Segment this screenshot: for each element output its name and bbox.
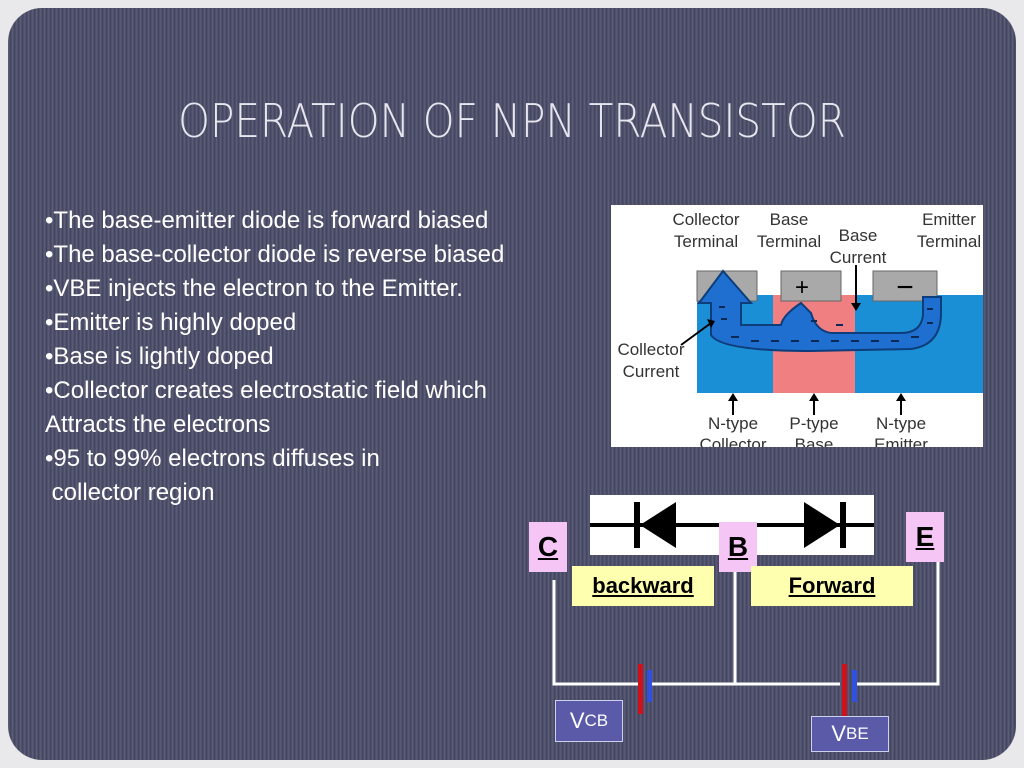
electron-flow-arrow <box>697 269 942 353</box>
bullet-item: collector region <box>45 479 215 506</box>
bullet-item: •Emitter is highly doped <box>45 309 297 336</box>
bullet-item: •The base-emitter diode is forward biase… <box>45 207 489 234</box>
base-label: B <box>719 522 757 572</box>
bullet-item: •Collector creates electrostatic field w… <box>45 377 487 404</box>
emitter-terminal-label: Emitter <box>922 210 976 229</box>
bullet-list: •The base-emitter diode is forward biase… <box>45 204 605 510</box>
base-pad <box>780 270 842 302</box>
bullet-item: •The base-collector diode is reverse bia… <box>45 241 505 268</box>
n-emitter-label-2: Emitter <box>874 435 928 447</box>
bias-circuit <box>552 495 940 716</box>
p-base-label: P-type <box>789 414 838 433</box>
collector-label: C <box>529 522 567 572</box>
collector-current-label-2: Current <box>623 362 680 381</box>
n-collector-label: N-type <box>708 414 758 433</box>
base-terminal-label: Base <box>770 210 809 229</box>
minus-sign: − <box>896 271 914 304</box>
collector-current-label: Collector <box>617 340 684 359</box>
backward-label: backward <box>572 566 714 606</box>
slide-title: OPERATION OF NPN TRANSISTOR <box>178 94 846 148</box>
p-base-label-2: Base <box>795 435 834 447</box>
collector-terminal-label-2: Terminal <box>674 232 738 251</box>
emitter-terminal-label-2: Terminal <box>917 232 981 251</box>
base-current-label: Base <box>839 226 878 245</box>
diode-be-icon <box>804 502 840 548</box>
n-collector-label-2: Collector <box>699 435 766 447</box>
battery-vbe-icon <box>842 664 847 716</box>
wire-right <box>854 558 940 686</box>
bullet-item: •95 to 99% electrons diffuses in <box>45 445 380 472</box>
n-emitter-label: N-type <box>876 414 926 433</box>
base-terminal-label-2: Terminal <box>757 232 821 251</box>
bullet-item: •Base is lightly doped <box>45 343 274 370</box>
collector-terminal-label: Collector <box>672 210 739 229</box>
forward-label: Forward <box>751 566 913 606</box>
slide: OPERATION OF NPN TRANSISTOR •The base-em… <box>8 8 1016 760</box>
diode-cb-icon <box>640 502 676 548</box>
npn-transistor-figure: Collector Terminal Base Terminal Base Cu… <box>611 205 983 447</box>
plus-sign: + <box>795 274 809 301</box>
bullet-item: Attracts the electrons <box>45 411 271 438</box>
base-current-label-2: Current <box>830 248 887 267</box>
emitter-label: E <box>906 512 944 562</box>
bullet-item: •VBE injects the electron to the Emitter… <box>45 275 463 302</box>
wire-left <box>552 580 640 686</box>
battery-vcb-icon <box>638 664 643 714</box>
